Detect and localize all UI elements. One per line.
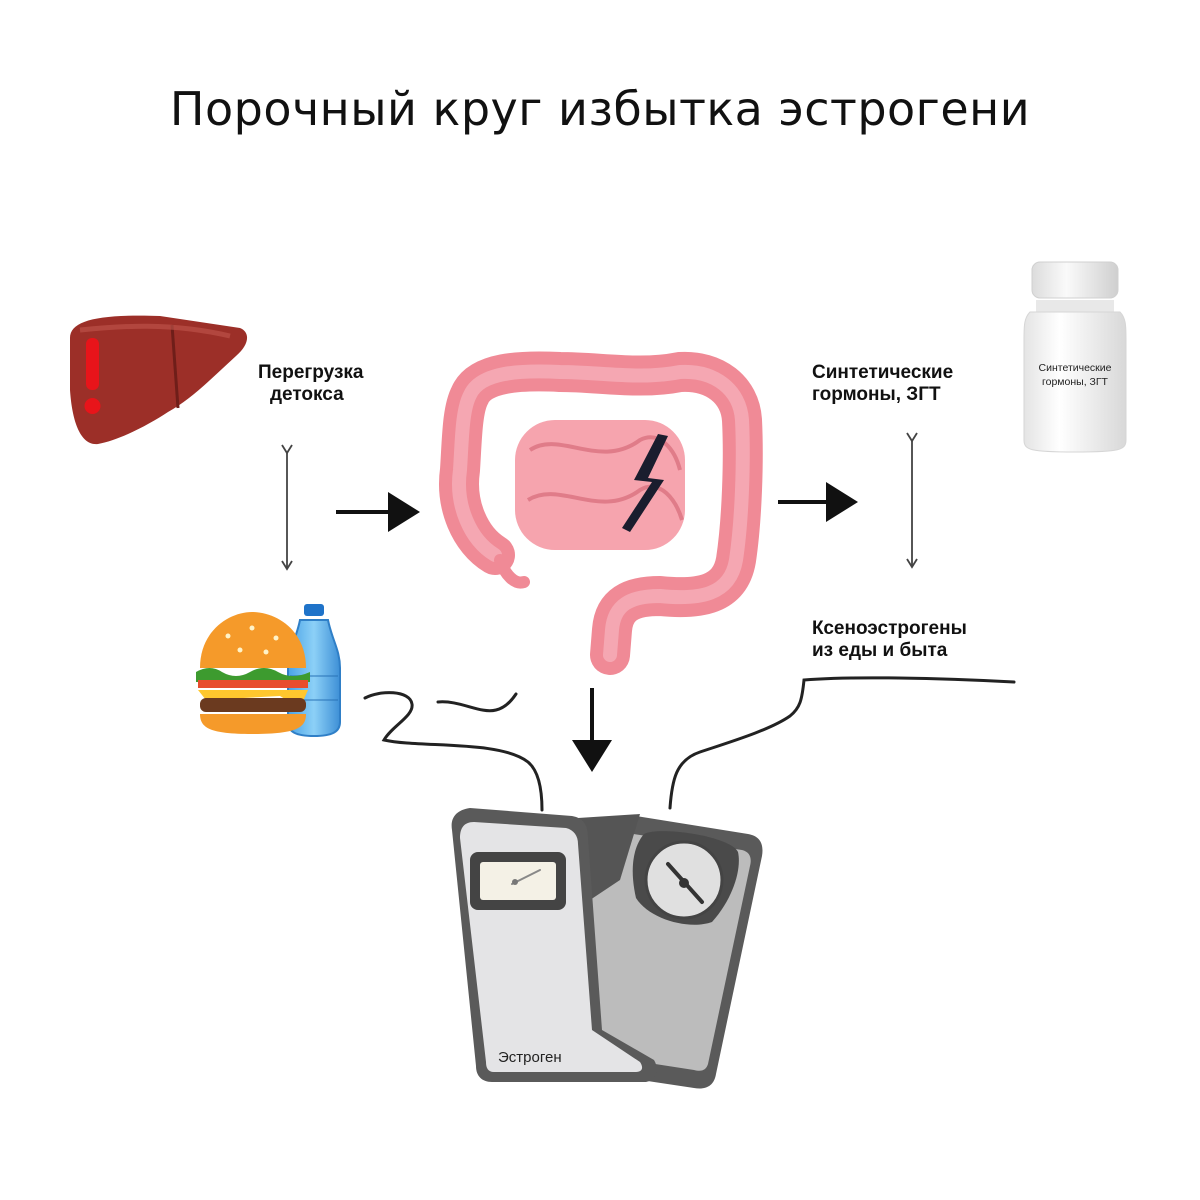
synthetic-hormones-label: Синтетические гормоны, ЗГТ <box>812 362 953 406</box>
liver-warning-icon <box>70 315 248 445</box>
intestine-icon <box>439 351 763 675</box>
burger-bottle-icon <box>196 604 341 738</box>
synthetic-hormones-label-line2: гормоны, ЗГТ <box>812 384 941 405</box>
detox-overload-label: Перегрузка детокса <box>258 362 364 406</box>
synthetic-hormones-label-line1: Синтетические <box>812 362 954 383</box>
xenoestrogens-label: Ксеноэстрогены из еды и быта <box>812 618 967 662</box>
detox-overload-label-line2: детокса <box>270 384 344 405</box>
scales-icon: Эстроген <box>451 808 763 1089</box>
page-title: Порочный круг избытка эстрогени <box>169 82 1031 136</box>
xenoestrogens-label-line2: из еды и быта <box>812 640 948 661</box>
bottle-label-line1: Синтетические <box>1039 362 1112 374</box>
connector-lines <box>363 676 1016 812</box>
bottle-label-line2: гормоны, ЗГТ <box>1042 376 1109 388</box>
xenoestrogens-label-line1: Ксеноэстрогены <box>812 618 967 639</box>
scale-label: Эстроген <box>498 1049 562 1066</box>
detox-overload-label-line1: Перегрузка <box>258 362 364 383</box>
pill-bottle-icon: Синтетические гормоны, ЗГТ <box>1023 261 1127 453</box>
arrows <box>281 432 918 772</box>
